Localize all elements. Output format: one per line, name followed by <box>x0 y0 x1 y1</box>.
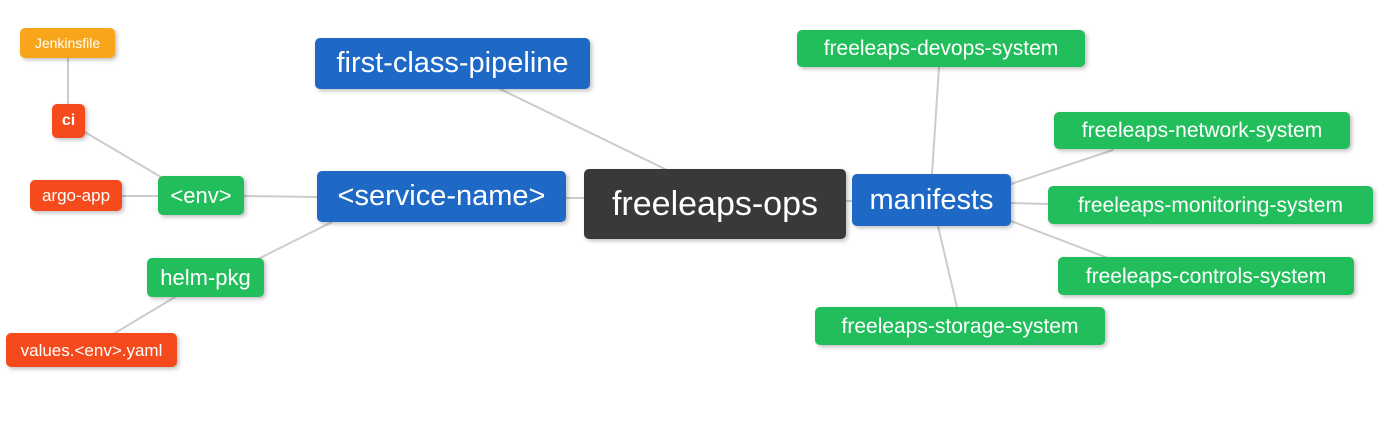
connector-line-env-to-service-name <box>243 195 318 198</box>
node-label: freeleaps-devops-system <box>823 37 1059 60</box>
connector-line-first-class-pipeline-to-freeleaps-ops <box>499 88 668 171</box>
node-service-name[interactable]: <service-name> <box>317 171 566 222</box>
connector-line-manifests-to-network-system <box>1010 149 1114 185</box>
node-env[interactable]: <env> <box>158 176 244 215</box>
node-label: freeleaps-monitoring-system <box>1078 193 1343 217</box>
node-monitoring-system[interactable]: freeleaps-monitoring-system <box>1048 186 1373 224</box>
node-label: freeleaps-ops <box>611 185 818 223</box>
node-argo-app[interactable]: argo-app <box>30 180 122 211</box>
node-label: freeleaps-storage-system <box>841 314 1079 338</box>
node-manifests[interactable]: manifests <box>852 174 1011 226</box>
node-label: first-class-pipeline <box>336 47 569 79</box>
connector-line-manifests-to-monitoring-system <box>1010 202 1049 205</box>
node-first-class-pipeline[interactable]: first-class-pipeline <box>315 38 590 89</box>
node-label: manifests <box>869 183 994 216</box>
node-label: freeleaps-controls-system <box>1085 264 1327 288</box>
node-label: Jenkinsfile <box>34 35 101 51</box>
node-ci[interactable]: ci <box>52 104 85 138</box>
node-label: helm-pkg <box>160 264 251 290</box>
node-devops-system[interactable]: freeleaps-devops-system <box>797 30 1085 67</box>
node-storage-system[interactable]: freeleaps-storage-system <box>815 307 1105 345</box>
node-label: values.<env>.yaml <box>20 340 163 360</box>
node-label: argo-app <box>41 186 111 205</box>
node-network-system[interactable]: freeleaps-network-system <box>1054 112 1350 149</box>
node-label: <service-name> <box>337 180 546 212</box>
node-label: ci <box>61 112 76 129</box>
node-jenkinsfile[interactable]: Jenkinsfile <box>20 28 115 58</box>
node-label: <env> <box>170 182 232 208</box>
connector-line-values-env-yaml-to-helm-pkg <box>114 296 176 334</box>
connector-line-ci-to-env <box>82 130 167 181</box>
node-values-env-yaml[interactable]: values.<env>.yaml <box>6 333 177 367</box>
node-freeleaps-ops[interactable]: freeleaps-ops <box>584 169 846 239</box>
node-label: freeleaps-network-system <box>1081 119 1323 142</box>
connector-line-manifests-to-devops-system <box>931 66 940 175</box>
node-helm-pkg[interactable]: helm-pkg <box>147 258 264 297</box>
connector-line-manifests-to-controls-system <box>1010 220 1109 259</box>
connector-line-manifests-to-storage-system <box>937 225 958 308</box>
node-controls-system[interactable]: freeleaps-controls-system <box>1058 257 1354 295</box>
connector-line-helm-pkg-to-service-name <box>255 221 333 261</box>
